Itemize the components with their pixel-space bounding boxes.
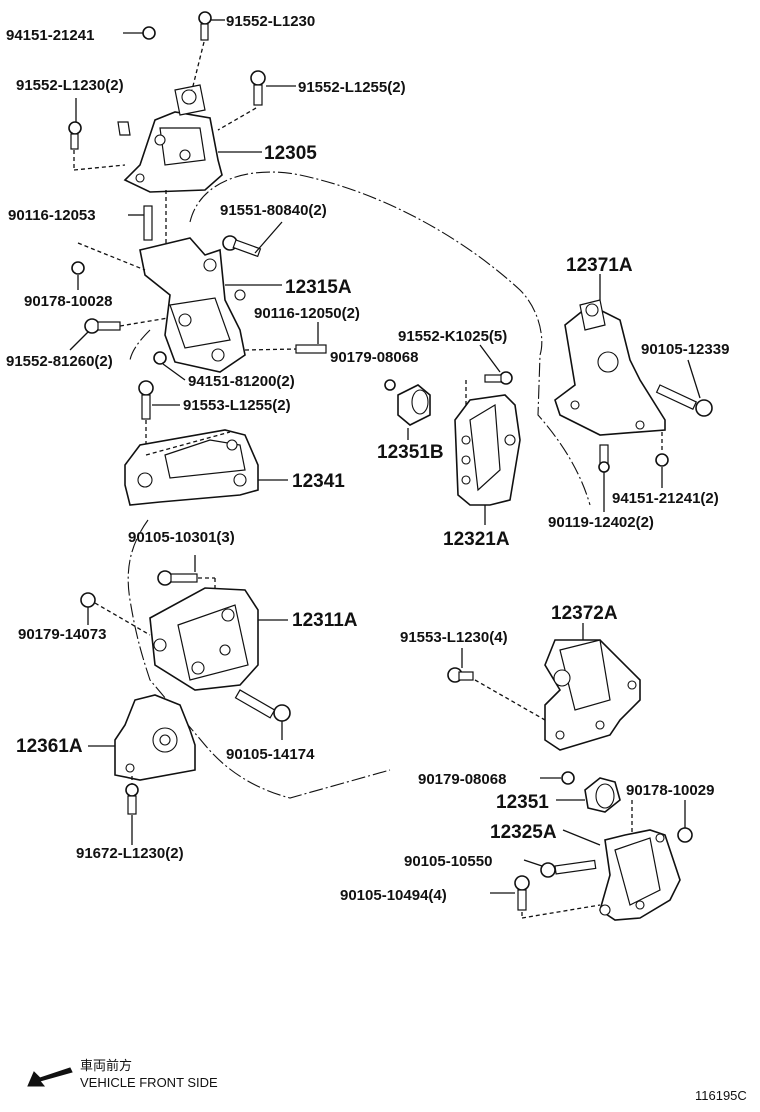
label-12351: 12351 <box>496 792 549 813</box>
label-91552-L1255-2: 91552-L1255(2) <box>298 79 406 96</box>
part-12371A-mount <box>554 274 666 436</box>
transmission-outline-chain <box>127 519 391 799</box>
label-94151-81200-2: 94151-81200(2) <box>188 373 295 390</box>
part-12351B-bushing <box>397 384 431 440</box>
label-94151-21241-2: 94151-21241(2) <box>612 490 719 507</box>
part-12372A-mount <box>544 623 641 751</box>
label-90179-08068-b: 90179-08068 <box>418 771 506 788</box>
label-90116-12050-2: 90116-12050(2) <box>254 305 360 322</box>
label-12361A: 12361A <box>16 736 83 757</box>
engine-outline-chain <box>189 171 591 506</box>
label-12315A: 12315A <box>285 277 352 298</box>
bolt-91552-K1025-icon <box>465 344 513 420</box>
bolt-91553-L1230-icon <box>447 648 546 721</box>
part-12341-bracket <box>124 429 288 506</box>
label-91552-K1025-5: 91552-K1025(5) <box>398 328 507 345</box>
label-12351B: 12351B <box>377 442 444 463</box>
bolt-91552-L1255-2-icon <box>217 70 296 131</box>
label-12305: 12305 <box>264 143 317 164</box>
label-91672-L1230-2: 91672-L1230(2) <box>76 845 184 862</box>
bolt-91672-L1230-icon <box>125 776 139 845</box>
bolt-91552-L1230-2-icon <box>68 98 126 171</box>
label-12325A: 12325A <box>490 822 557 843</box>
bolt-91551-80840-icon <box>222 221 283 258</box>
bolt-91552-L1230-icon <box>191 11 225 91</box>
label-90116-12053: 90116-12053 <box>8 207 96 224</box>
nut-90179-14073-icon <box>80 592 151 636</box>
part-12321A-bracket <box>454 394 521 525</box>
nut-90178-10028-icon <box>71 242 146 290</box>
label-90105-10550: 90105-10550 <box>404 853 492 870</box>
label-12321A: 12321A <box>443 529 510 550</box>
label-90179-08068-a: 90179-08068 <box>330 349 418 366</box>
label-12311A: 12311A <box>292 610 358 631</box>
nut-94151-21241-2-icon <box>655 432 669 488</box>
label-91552-81260-2: 91552-81260(2) <box>6 353 113 370</box>
label-91551-80840-2: 91551-80840(2) <box>220 202 327 219</box>
bolt-90105-14174-icon <box>234 689 291 740</box>
nut-94151-81200-icon <box>153 351 186 381</box>
vehicle-front-legend: 車両前方 VEHICLE FRONT SIDE <box>27 1058 218 1090</box>
nut-90179-08068-a-icon <box>384 379 396 391</box>
label-91553-L1255-2: 91553-L1255(2) <box>183 397 291 414</box>
arrow-left-down-icon <box>27 1067 73 1087</box>
label-90119-12402-2: 90119-12402(2) <box>548 514 654 531</box>
part-12361A-mount <box>88 694 196 781</box>
part-12325A-bracket <box>562 829 681 921</box>
nut-94151-21241-icon <box>123 26 156 40</box>
label-12372A: 12372A <box>551 603 618 624</box>
label-94151-21241: 94151-21241 <box>6 27 94 44</box>
label-90178-10029: 90178-10029 <box>626 782 714 799</box>
stud-90119-12402-icon <box>598 444 610 512</box>
legend-japanese: 車両前方 <box>80 1058 132 1073</box>
legend-english: VEHICLE FRONT SIDE <box>80 1075 218 1090</box>
part-12305-engine-mount <box>117 84 223 193</box>
figure-code: 116195C <box>695 1088 747 1103</box>
bolt-90105-10494-icon <box>490 875 601 919</box>
label-90105-14174: 90105-14174 <box>226 746 315 763</box>
bolt-91552-81260-icon <box>69 317 169 351</box>
stud-90116-12050-icon <box>244 322 327 354</box>
label-90105-12339: 90105-12339 <box>641 341 729 358</box>
label-12341: 12341 <box>292 471 345 492</box>
label-90179-14073: 90179-14073 <box>18 626 106 643</box>
label-90105-10494-4: 90105-10494(4) <box>340 887 447 904</box>
nut-90179-08068-b-icon <box>540 771 575 785</box>
label-91553-L1230-4: 91553-L1230(4) <box>400 629 508 646</box>
label-90178-10028: 90178-10028 <box>24 293 112 310</box>
part-12315A-bracket <box>139 237 282 373</box>
label-90105-10301-3: 90105-10301(3) <box>128 529 235 546</box>
bolt-90105-10550-icon <box>523 859 597 878</box>
label-12371A: 12371A <box>566 255 633 276</box>
label-91552-L1230-2: 91552-L1230(2) <box>16 77 124 94</box>
stud-90116-12053-icon <box>128 190 167 245</box>
bolt-91553-L1255-icon <box>138 380 180 455</box>
part-12351-bushing <box>556 777 621 813</box>
bolt-90105-12339-icon <box>655 359 713 417</box>
transmission-outline-chain-2 <box>129 329 151 361</box>
part-12311A-bracket <box>149 587 288 691</box>
label-91552-L1230: 91552-L1230 <box>226 13 315 30</box>
